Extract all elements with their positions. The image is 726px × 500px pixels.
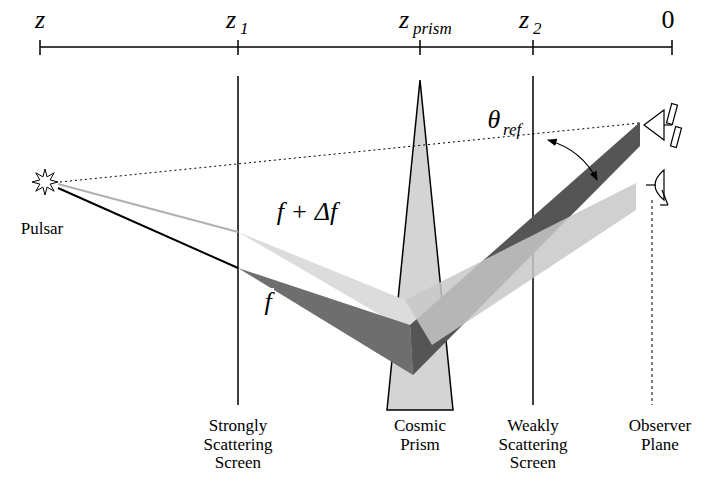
angle-arrow <box>548 140 597 180</box>
angle-subscript: ref <box>503 121 521 140</box>
strong-screen-line <box>237 76 239 405</box>
screen-label: Weakly Scattering Screen <box>478 417 588 473</box>
screen-label: Cosmic Prism <box>380 417 460 454</box>
telescope-dish <box>646 170 668 205</box>
observer-plane-line <box>652 200 653 405</box>
object-label: Pulsar <box>21 220 64 239</box>
pulsar-star <box>32 169 58 195</box>
axis-line <box>40 46 672 48</box>
band-high-out <box>405 183 636 345</box>
axis-subscript: 2 <box>533 20 542 39</box>
axis-label: z <box>226 6 236 35</box>
ray-low <box>58 188 238 268</box>
telescope-satellite <box>644 104 681 148</box>
screen-label: Strongly Scattering Screen <box>183 417 293 473</box>
frequency-label: f + Δf <box>277 198 337 227</box>
band-low-in <box>238 268 413 375</box>
screen-label: Observer Plane <box>620 417 700 454</box>
axis-ticks <box>40 40 672 55</box>
reference-line <box>60 123 640 182</box>
axis-subscript: 1 <box>240 20 249 39</box>
axis-label: z <box>519 6 529 35</box>
axis-subscript: prism <box>413 20 452 39</box>
axis-label: z <box>35 6 45 35</box>
axis-label: z <box>399 6 409 35</box>
axis-label: 0 <box>662 6 675 35</box>
angle-symbol: θ <box>486 106 503 135</box>
frequency-label: f <box>262 288 273 317</box>
ray-high <box>58 184 238 232</box>
